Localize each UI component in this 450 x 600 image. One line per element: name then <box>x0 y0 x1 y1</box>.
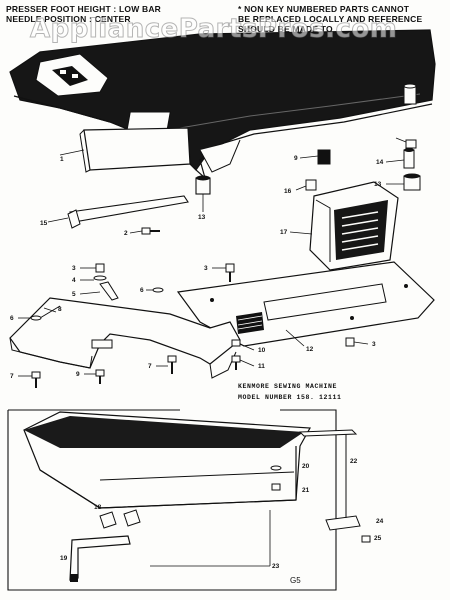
screws-lower <box>18 339 255 388</box>
callout-13-right: 13 <box>374 181 382 188</box>
part-12-base-plate <box>176 261 435 347</box>
carry-case-box <box>7 409 371 591</box>
callout-20: 20 <box>302 463 310 470</box>
callout-3-mid: 3 <box>204 265 208 272</box>
callout-4: 4 <box>72 277 76 284</box>
callout-16: 16 <box>284 188 292 195</box>
callout-10: 10 <box>258 347 266 354</box>
callout-22: 22 <box>350 458 358 465</box>
part-1-cover-plate <box>59 127 191 173</box>
watermark-text: AppliancePartsPros.com <box>29 14 398 45</box>
screw-2 <box>129 227 160 235</box>
callout-3-right: 3 <box>372 341 376 348</box>
callout-1: 1 <box>60 156 64 163</box>
model-caption-line-2: MODEL NUMBER 158. 12111 <box>238 394 342 401</box>
header-left-line-2: NEEDLE POSITION : CENTER <box>6 14 131 24</box>
callout-6-right: 6 <box>140 287 144 294</box>
callout-17: 17 <box>280 229 288 236</box>
model-caption-line-1: KENMORE SEWING MACHINE <box>238 383 338 390</box>
part-15-rod <box>47 195 189 229</box>
callout-21: 21 <box>302 487 310 494</box>
callout-18: 18 <box>94 504 102 511</box>
header-right-line-1: * NON KEY NUMBERED PARTS CANNOT <box>238 4 410 14</box>
callout-24: 24 <box>376 518 384 525</box>
callout-8: 8 <box>58 306 62 313</box>
callout-7-right: 7 <box>148 363 152 370</box>
header-right-line-3: SHOULD BE MADE TO <box>238 24 333 34</box>
rubber-foot-13-left <box>195 175 211 212</box>
right-side-parts <box>289 137 421 271</box>
machine-base <box>9 29 436 180</box>
callout-15: 15 <box>40 220 48 227</box>
callout-11: 11 <box>258 363 265 370</box>
callout-6-left: 6 <box>10 315 14 322</box>
page-code: G5 <box>290 576 301 585</box>
callout-14: 14 <box>376 159 384 166</box>
callout-19: 19 <box>60 555 68 562</box>
callout-13-left: 13 <box>198 214 206 221</box>
callout-3-left: 3 <box>72 265 76 272</box>
callout-25: 25 <box>374 535 382 542</box>
callout-9-left: 9 <box>76 371 80 378</box>
callout-12: 12 <box>306 346 314 353</box>
header-right-line-2: BE REPLACED LOCALLY AND REFERENCE <box>238 14 423 24</box>
header-left-line-1: PRESSER FOOT HEIGHT : LOW BAR <box>6 4 162 14</box>
callout-23: 23 <box>272 563 280 570</box>
part-8-bracket <box>9 263 241 379</box>
screws-3 <box>212 263 369 347</box>
callout-9-top: 9 <box>294 155 298 162</box>
callout-7-left: 7 <box>10 373 14 380</box>
callout-2: 2 <box>124 230 128 237</box>
callout-5: 5 <box>72 291 76 298</box>
